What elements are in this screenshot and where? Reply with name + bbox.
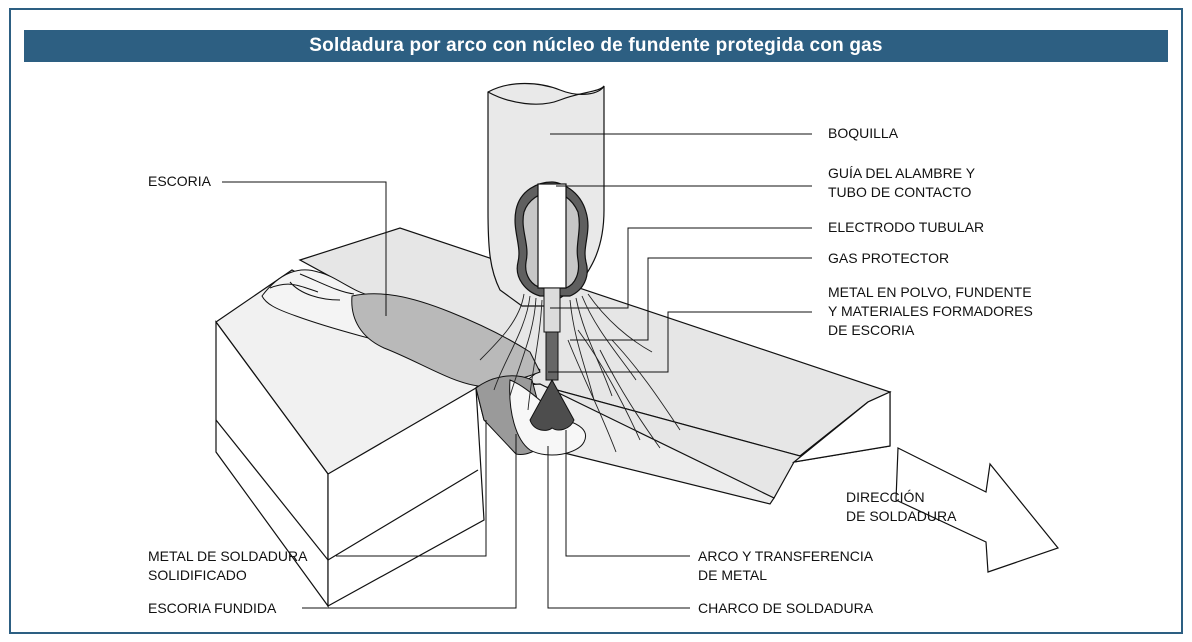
label-direccion: DIRECCIÓN DE SOLDADURA — [846, 489, 957, 524]
left-workpiece — [215, 269, 485, 608]
label-arco-transferencia: ARCO Y TRANSFERENCIA DE METAL — [698, 548, 874, 583]
electrode — [529, 287, 575, 431]
figure-title: Soldadura por arco con núcleo de fundent… — [24, 30, 1168, 62]
label-metal-solidificado: METAL DE SOLDADURA SOLIDIFICADO — [148, 548, 308, 583]
weld-bead — [261, 269, 586, 456]
label-boquilla: BOQUILLA — [828, 125, 899, 141]
leader-lines — [222, 133, 812, 609]
label-escoria-fundida: ESCORIA FUNDIDA — [148, 600, 277, 616]
label-gas-protector: GAS PROTECTOR — [828, 250, 950, 266]
label-charco-soldadura: CHARCO DE SOLDADURA — [698, 600, 874, 616]
label-electrodo-tubular: ELECTRODO TUBULAR — [828, 219, 985, 235]
label-escoria: ESCORIA — [148, 173, 212, 189]
nozzle — [487, 82, 605, 307]
label-guia-alambre: GUÍA DEL ALAMBRE Y TUBO DE CONTACTO — [828, 165, 976, 200]
label-metal-polvo: METAL EN POLVO, FUNDENTE Y MATERIALES FO… — [828, 284, 1033, 338]
direction-arrow — [895, 447, 1060, 573]
